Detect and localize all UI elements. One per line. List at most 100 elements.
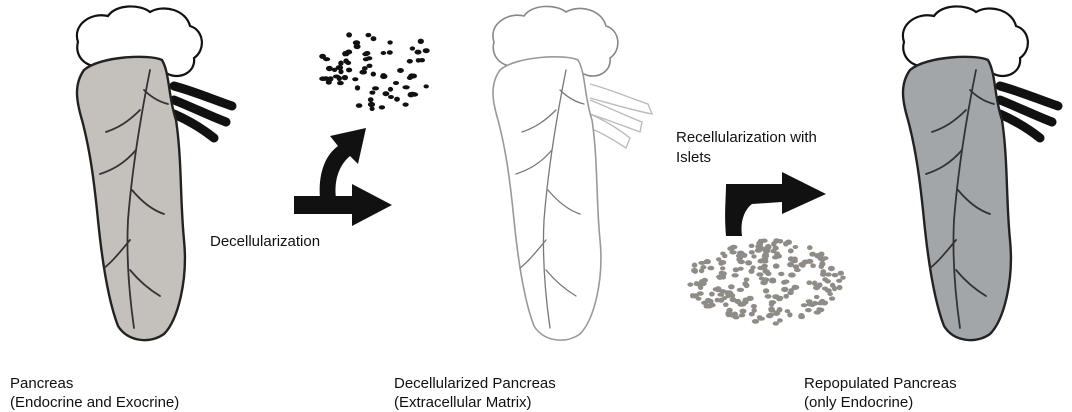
cell-dot [718, 298, 724, 303]
cell-dot [757, 266, 764, 270]
cell-dot [371, 72, 376, 77]
cell-dot [778, 239, 784, 244]
cell-dot [752, 319, 759, 324]
cell-dot [749, 312, 755, 317]
pancreas-caption-title: Pancreas [10, 374, 73, 393]
cell-dot [840, 276, 846, 280]
cell-dot [781, 287, 788, 292]
recellularization-arrow [725, 172, 826, 236]
cell-dot [415, 50, 422, 55]
cell-dot [769, 308, 776, 313]
cell-dot [810, 263, 816, 268]
cell-dot [773, 321, 779, 325]
pancreas-caption-subtitle: (Endocrine and Exocrine) [10, 393, 179, 412]
cell-dot [707, 266, 714, 271]
cell-dot [369, 91, 375, 95]
cell-dot [806, 259, 813, 264]
cell-dot [778, 272, 784, 276]
cell-dot [823, 301, 829, 306]
cell-dot [729, 250, 736, 254]
cell-dot [692, 269, 698, 274]
cell-dot [750, 265, 755, 269]
cell-dot [388, 95, 394, 99]
cell-dot [806, 280, 812, 285]
cell-dot [783, 294, 789, 299]
cell-dot [419, 58, 425, 62]
cell-dot [362, 52, 369, 56]
cell-dot [814, 295, 820, 299]
decellularized-pancreas-illustration [493, 6, 652, 340]
cell-dot [418, 39, 424, 44]
cell-dot [356, 103, 363, 108]
cell-dot [819, 264, 825, 269]
cell-dot [328, 76, 334, 81]
islet-cells [687, 238, 845, 325]
cell-dot [346, 68, 352, 73]
cell-dot [333, 75, 340, 79]
cell-dot [749, 250, 755, 254]
cell-dot [765, 244, 771, 249]
cell-dot [338, 61, 343, 66]
cell-dot [687, 283, 693, 287]
cell-dot [408, 92, 415, 97]
cell-dot [394, 97, 400, 102]
cell-dot [403, 103, 409, 107]
cell-dot [733, 267, 739, 272]
cell-dot [366, 33, 372, 37]
cell-dot [751, 304, 757, 309]
cell-dot [746, 296, 753, 301]
cell-dot [776, 297, 782, 301]
cell-dot [319, 54, 326, 59]
cell-dot [359, 70, 367, 75]
cell-dot [837, 285, 843, 290]
pancreas-illustration [77, 6, 232, 340]
cell-dot [368, 97, 374, 102]
cell-dot [724, 290, 730, 295]
cell-dot [326, 66, 333, 71]
cell-dot [736, 254, 743, 259]
cell-dot [745, 260, 752, 265]
cell-dot [698, 285, 703, 290]
cell-dot [718, 261, 723, 266]
cell-dot [749, 244, 755, 248]
cell-dot [818, 308, 825, 313]
cell-dot [739, 313, 746, 317]
cell-dot [363, 57, 369, 61]
cell-dot [709, 292, 715, 297]
cell-dot [742, 281, 748, 286]
cell-dot [760, 258, 766, 262]
cell-dot [336, 65, 343, 70]
cell-dot [822, 287, 828, 291]
cell-dot [769, 278, 776, 283]
cell-dot [717, 293, 724, 297]
cell-dot [758, 317, 765, 321]
cell-dot [829, 296, 835, 300]
cell-dot [424, 84, 429, 88]
cell-dot [383, 91, 390, 96]
cell-dot [706, 304, 713, 308]
cell-dot [368, 102, 375, 107]
decellularization-label: Decellularization [210, 232, 320, 251]
cell-dot [756, 272, 763, 276]
cell-dot [387, 40, 392, 44]
cell-dot [733, 315, 740, 319]
cell-dot [788, 256, 795, 261]
cell-dot [793, 245, 799, 249]
cell-dot [812, 301, 818, 306]
cell-dot [337, 81, 344, 85]
cell-dot [794, 268, 801, 272]
decellularized-caption-title: Decellularized Pancreas [394, 374, 556, 393]
cell-dot [407, 59, 413, 64]
cell-dot [773, 246, 779, 251]
cell-dot [716, 257, 721, 261]
cell-dot [692, 293, 699, 298]
cell-dot [820, 258, 826, 262]
cell-dot [370, 107, 375, 111]
cell-dot [379, 105, 385, 109]
cell-dot [774, 254, 782, 259]
cell-dot [820, 272, 827, 277]
cell-dot [410, 46, 415, 50]
cell-dot [788, 272, 796, 277]
cell-dot [825, 279, 831, 283]
cell-dot [773, 263, 780, 268]
